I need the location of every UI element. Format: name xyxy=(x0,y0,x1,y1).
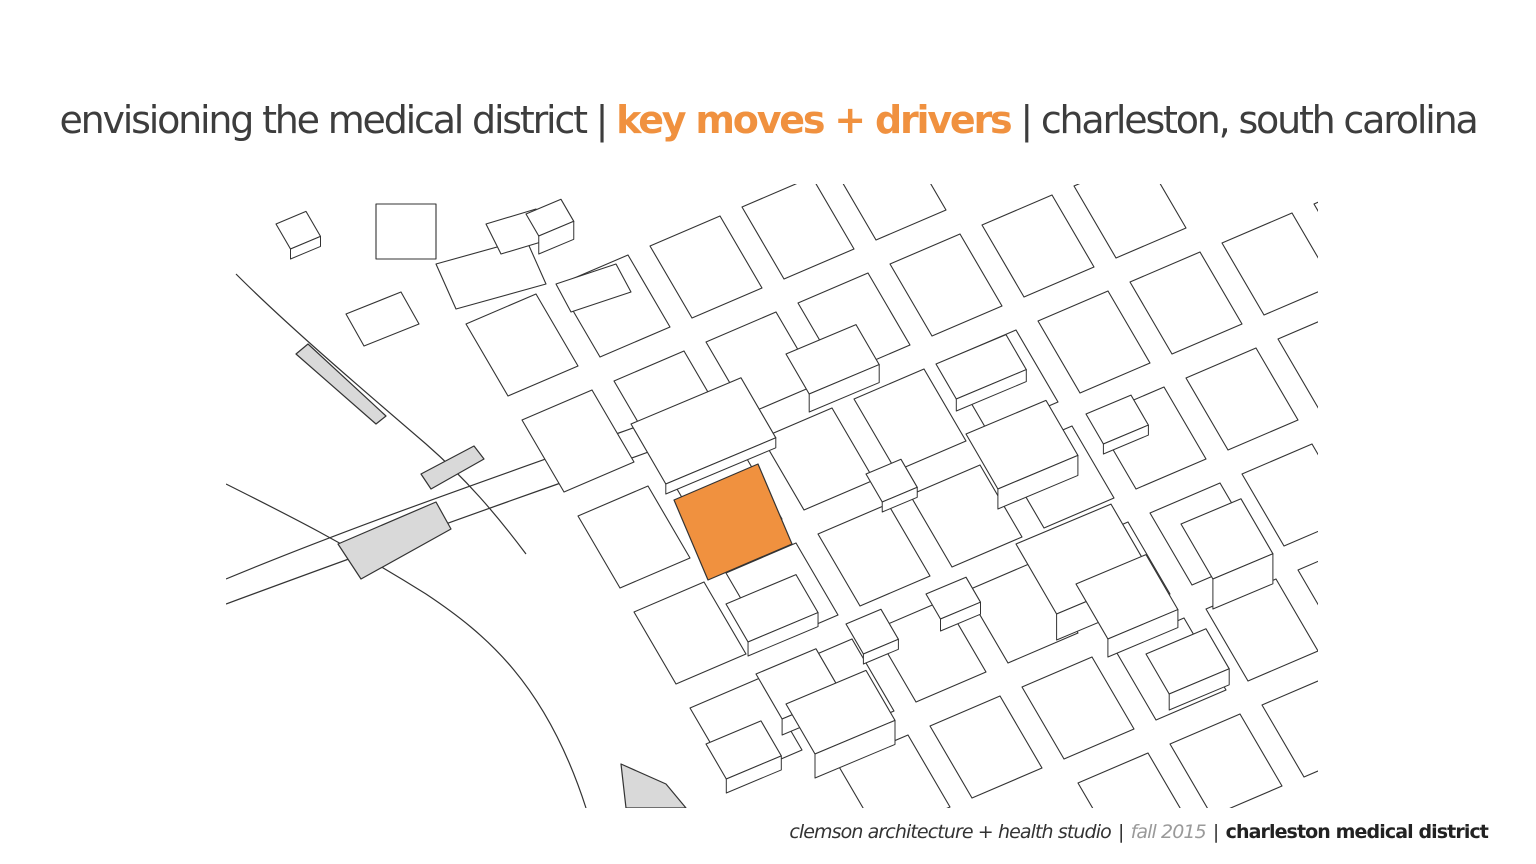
paved-areas xyxy=(295,343,687,808)
building-2-facade xyxy=(808,364,880,413)
building-7-facade xyxy=(747,612,819,657)
buildings xyxy=(275,198,1274,794)
title-separator-1: | xyxy=(595,98,609,142)
city-block-32 xyxy=(873,599,987,703)
city-block-45 xyxy=(1261,680,1318,778)
district-map-drawing xyxy=(226,184,1318,808)
building-15-facade xyxy=(290,235,321,260)
city-block-42 xyxy=(1297,560,1318,606)
city-block-5 xyxy=(842,184,947,241)
highway-edge-3 xyxy=(226,483,587,808)
building-17-facade xyxy=(1102,424,1149,455)
city-block-24 xyxy=(817,503,931,607)
city-block-36 xyxy=(1241,443,1318,547)
city-block-21 xyxy=(1313,201,1318,212)
district-map xyxy=(226,184,1318,808)
building-18-facade xyxy=(881,486,918,513)
footer-separator-2: | xyxy=(1212,821,1219,843)
highway-edge-4 xyxy=(235,273,527,555)
building-1-facade xyxy=(665,437,777,495)
west-block-1 xyxy=(375,203,437,260)
paved-area-interchange xyxy=(337,501,452,580)
footer-separator-1: | xyxy=(1117,821,1124,843)
city-block-29 xyxy=(1277,321,1318,409)
footer-term: fall 2015 xyxy=(1130,821,1207,843)
city-block-6 xyxy=(521,389,635,493)
city-block-20 xyxy=(1221,212,1318,316)
building-12-facade xyxy=(862,638,899,665)
building-13-facade xyxy=(1168,668,1230,711)
site-block-orange xyxy=(673,463,793,581)
building-5-facade xyxy=(1107,609,1179,658)
city-block-25 xyxy=(909,464,1023,568)
city-block-44 xyxy=(1169,713,1283,808)
paved-median-west xyxy=(295,343,387,425)
city-block-19 xyxy=(1129,251,1243,355)
city-block-38 xyxy=(929,695,1043,799)
title-separator-2: | xyxy=(1020,98,1033,142)
city-block-43 xyxy=(1077,752,1181,808)
title-highlight: key moves + drivers xyxy=(616,98,1012,142)
footer-district: charleston medical district xyxy=(1225,821,1489,843)
city-block-22 xyxy=(633,581,747,685)
city-block-13 xyxy=(577,485,691,589)
building-11-facade xyxy=(940,601,981,632)
city-block-11 xyxy=(981,194,1095,298)
city-block-15 xyxy=(761,407,875,511)
slide-title: envisioning the medical district | key m… xyxy=(0,90,1536,150)
paved-area-south xyxy=(620,763,687,808)
city-block-4 xyxy=(741,184,855,280)
city-block-12 xyxy=(1073,184,1187,259)
building-16-facade xyxy=(955,369,1027,412)
city-block-28 xyxy=(1185,347,1299,451)
building-3-facade xyxy=(997,454,1079,510)
west-block-4 xyxy=(345,291,420,347)
city-block-3 xyxy=(649,215,763,319)
title-suffix: charleston, south carolina xyxy=(1040,98,1479,142)
slide-footer: clemson architecture + health studio | f… xyxy=(789,816,1489,848)
building-6-facade xyxy=(1212,553,1274,610)
west-block-2 xyxy=(435,238,547,310)
highlighted-site xyxy=(673,463,793,581)
city-block-1 xyxy=(465,293,579,397)
city-block-10 xyxy=(889,233,1003,337)
title-prefix: envisioning the medical district xyxy=(59,98,588,142)
city-block-18 xyxy=(1037,290,1151,394)
building-9-facade xyxy=(814,719,896,779)
building-10-facade xyxy=(725,755,782,794)
paved-area-ramp xyxy=(420,445,485,490)
city-block-39 xyxy=(1021,656,1135,760)
footer-studio: clemson architecture + health studio xyxy=(789,821,1111,843)
building-14-facade xyxy=(538,220,575,255)
west-block-5 xyxy=(555,263,632,313)
city-block-16 xyxy=(853,368,967,472)
